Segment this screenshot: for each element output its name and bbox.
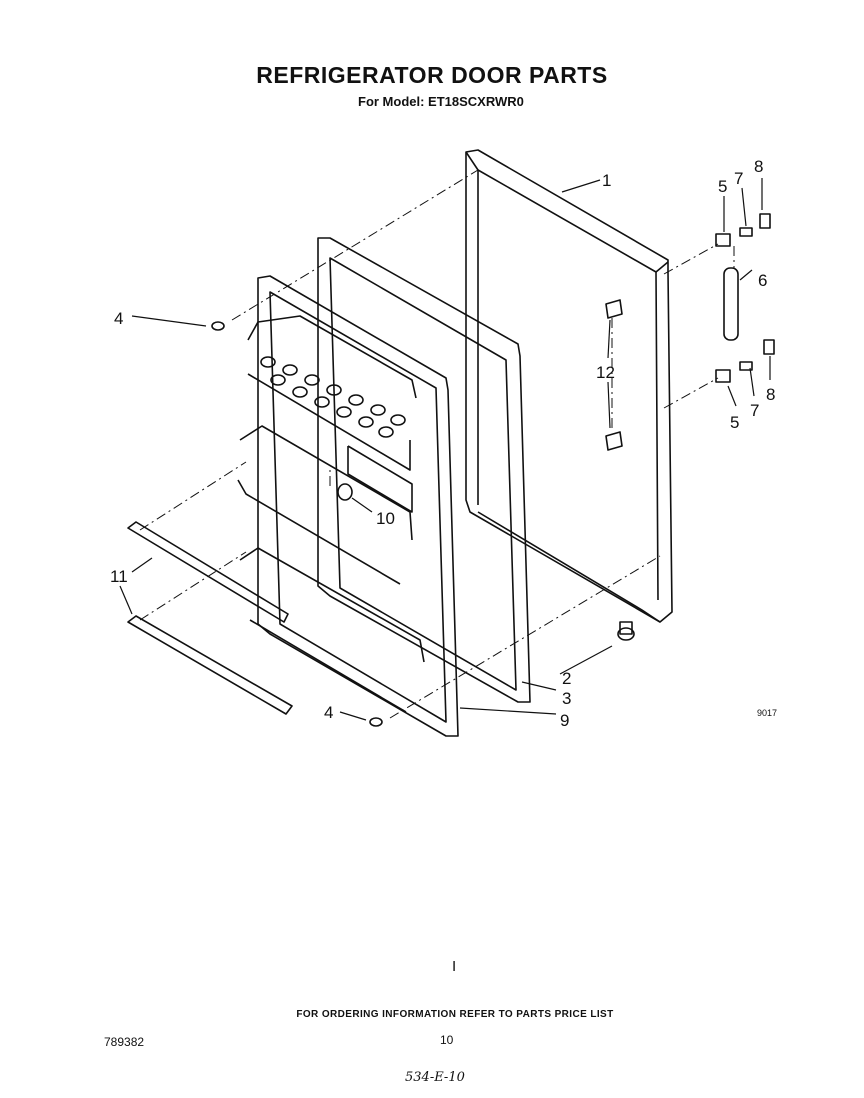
callout-7-lower: 7 — [750, 401, 759, 420]
cam-brackets — [605, 299, 623, 451]
model-subtitle: For Model: ET18SCXRWR0 — [358, 94, 524, 109]
dairy-knob — [337, 483, 353, 501]
upper-hinge-hardware — [715, 213, 771, 247]
callout-2: 2 — [562, 669, 571, 688]
egg-tray-cups — [260, 356, 406, 438]
lower-hinge-hardware — [715, 339, 775, 383]
callout-3: 3 — [562, 689, 571, 708]
callout-5-upper: 5 — [718, 177, 727, 196]
document-number: 789382 — [104, 1035, 145, 1049]
ordering-note: FOR ORDERING INFORMATION REFER TO PARTS … — [296, 1009, 614, 1020]
callout-10: 10 — [376, 509, 395, 528]
callout-8-upper: 8 — [754, 157, 763, 176]
screws — [211, 321, 383, 727]
callout-11: 11 — [110, 567, 128, 586]
callout-12: 12 — [596, 363, 615, 382]
shelf-retainer-bars — [127, 521, 293, 715]
door-gasket — [317, 237, 531, 703]
page-mark: I — [452, 958, 457, 975]
outer-door-panel — [465, 149, 673, 623]
door-stop — [617, 621, 635, 641]
alignment-lines — [139, 169, 735, 719]
door-liner — [237, 275, 459, 737]
callout-6: 6 — [758, 271, 767, 290]
callout-5-lower: 5 — [730, 413, 739, 432]
callout-4-upper: 4 — [114, 309, 123, 328]
callout-7-upper: 7 — [734, 169, 743, 188]
figure-code: 9017 — [757, 708, 778, 718]
door-handle — [723, 267, 739, 341]
page-title: REFRIGERATOR DOOR PARTS — [256, 62, 608, 88]
handwritten-note: 534-E-10 — [405, 1070, 465, 1085]
leader-lines — [119, 178, 771, 721]
callout-9: 9 — [560, 711, 569, 730]
callout-4-lower: 4 — [324, 703, 333, 722]
page-number: 10 — [440, 1033, 454, 1047]
callout-1: 1 — [602, 171, 611, 190]
callout-8-lower: 8 — [766, 385, 775, 404]
